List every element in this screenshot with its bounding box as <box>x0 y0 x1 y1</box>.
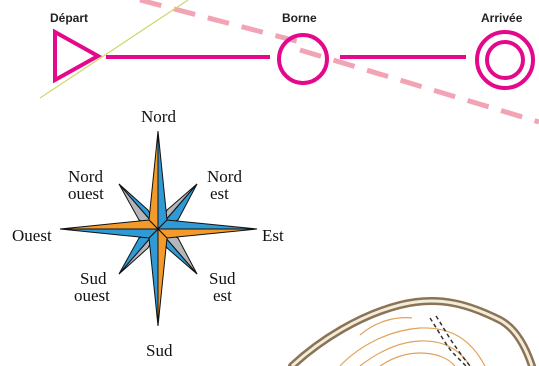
rose-west-point-blue <box>60 229 158 238</box>
compass-east-label: Est <box>262 226 284 245</box>
rose-east-point-blue <box>158 220 257 229</box>
start-triangle-icon <box>55 32 98 80</box>
start-label: Départ <box>50 11 88 25</box>
control-circle-icon <box>279 35 327 83</box>
compass-north-label: Nord <box>141 107 176 126</box>
rose-east-point-orange <box>158 229 257 238</box>
compass-sw-label-line2: ouest <box>74 286 110 305</box>
compass-rose: Nord Nord ouest Nord est Ouest Est Sud o… <box>12 107 284 360</box>
course-legend: Départ Borne Arrivée <box>50 11 533 88</box>
compass-west-label: Ouest <box>12 226 52 245</box>
compass-south-label: Sud <box>146 341 173 360</box>
control-label: Borne <box>282 11 317 25</box>
compass-nw-label-line2: ouest <box>68 184 104 203</box>
rose-north-point-blue <box>158 131 167 229</box>
dashed-line-top <box>140 0 300 42</box>
compass-se-label-line2: est <box>213 286 232 305</box>
map-road <box>292 301 532 366</box>
compass-ne-label-line2: est <box>210 184 229 203</box>
finish-inner-circle-icon <box>487 42 523 78</box>
map-fragment <box>292 301 532 366</box>
rose-west-point-orange <box>60 220 158 229</box>
contour-line-3 <box>380 353 455 366</box>
rose-south-point-blue <box>149 229 158 326</box>
finish-label: Arrivée <box>481 11 523 25</box>
rose-north-point-orange <box>149 131 158 229</box>
rose-south-point-orange <box>158 229 167 326</box>
